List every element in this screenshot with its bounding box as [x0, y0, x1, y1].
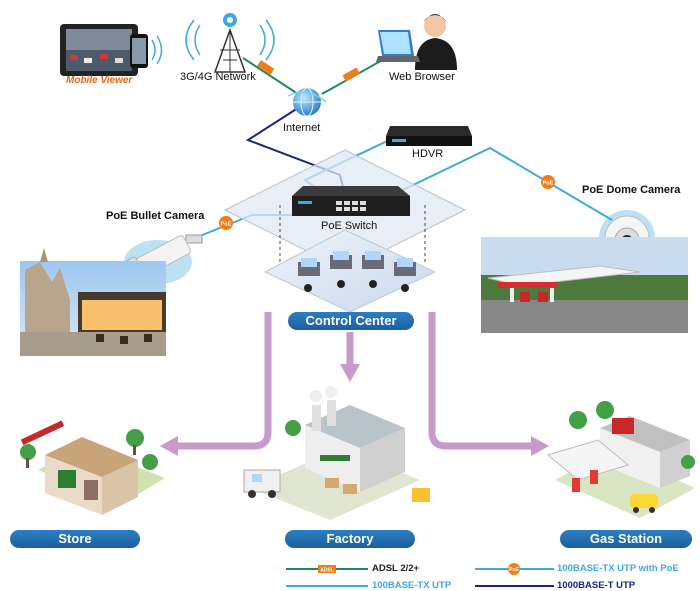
- bullet-camera-label: PoE Bullet Camera: [106, 210, 205, 222]
- adsl-badge-browser: [342, 67, 360, 82]
- store-label: Store: [10, 530, 140, 548]
- adsl-line-tower: [242, 57, 299, 95]
- poe-switch-icon: [292, 186, 410, 216]
- cell-tower-icon: [185, 13, 275, 73]
- internet-globe-icon: [287, 87, 327, 117]
- hdvr-icon: [386, 126, 472, 146]
- gas-station-photo: [481, 237, 688, 333]
- legend-graphics: ADSL PoE: [286, 563, 554, 587]
- factory-building-icon: [243, 386, 430, 520]
- poe-line-dome: [381, 146, 613, 221]
- arrow-heads: [160, 364, 549, 456]
- street-photo: [20, 248, 166, 356]
- poe-badge-dome-text: PoE: [543, 181, 554, 187]
- internet-label: Internet: [283, 122, 321, 134]
- gas-station-label: Gas Station: [560, 530, 692, 548]
- hdvr-label: HDVR: [412, 148, 444, 160]
- adsl-badge-tower: [257, 60, 275, 75]
- legend-adsl-badge-text: ADSL: [320, 568, 334, 574]
- legend-poe-badge-text: PoE: [509, 567, 519, 573]
- poe-badge-bullet-text: PoE: [221, 222, 232, 228]
- poe-switch-label: PoE Switch: [321, 220, 378, 232]
- control-center-label: Control Center: [288, 312, 414, 330]
- factory-label: Factory: [285, 530, 415, 548]
- mobile-viewer-icon: [60, 24, 163, 76]
- legend-poe-badge: [508, 563, 520, 575]
- legend-adsl-text: ADSL 2/2+: [372, 563, 420, 574]
- web-browser-label: Web Browser: [389, 71, 455, 83]
- legend-utp100-text: 100BASE-TX UTP: [372, 580, 452, 591]
- poe-badge-bullet: PoE: [219, 216, 233, 230]
- mobile-viewer-label: Mobile Viewer: [66, 75, 133, 86]
- distribution-arrows: [175, 312, 532, 450]
- legend-utp1000-text: 1000BASE-T UTP: [557, 580, 636, 591]
- web-browser-user-icon: [376, 14, 457, 70]
- control-center-platform: [223, 149, 467, 313]
- network-label: 3G/4G Network: [180, 71, 256, 83]
- legend-adsl-badge: [318, 565, 336, 573]
- store-building-icon: [20, 420, 165, 515]
- legend-utp100-poe-text: 100BASE-TX UTP with PoE: [557, 563, 679, 574]
- gas-station-building-icon: [546, 401, 695, 518]
- dome-camera-label: PoE Dome Camera: [582, 184, 681, 196]
- poe-badge-dome: PoE: [541, 175, 555, 189]
